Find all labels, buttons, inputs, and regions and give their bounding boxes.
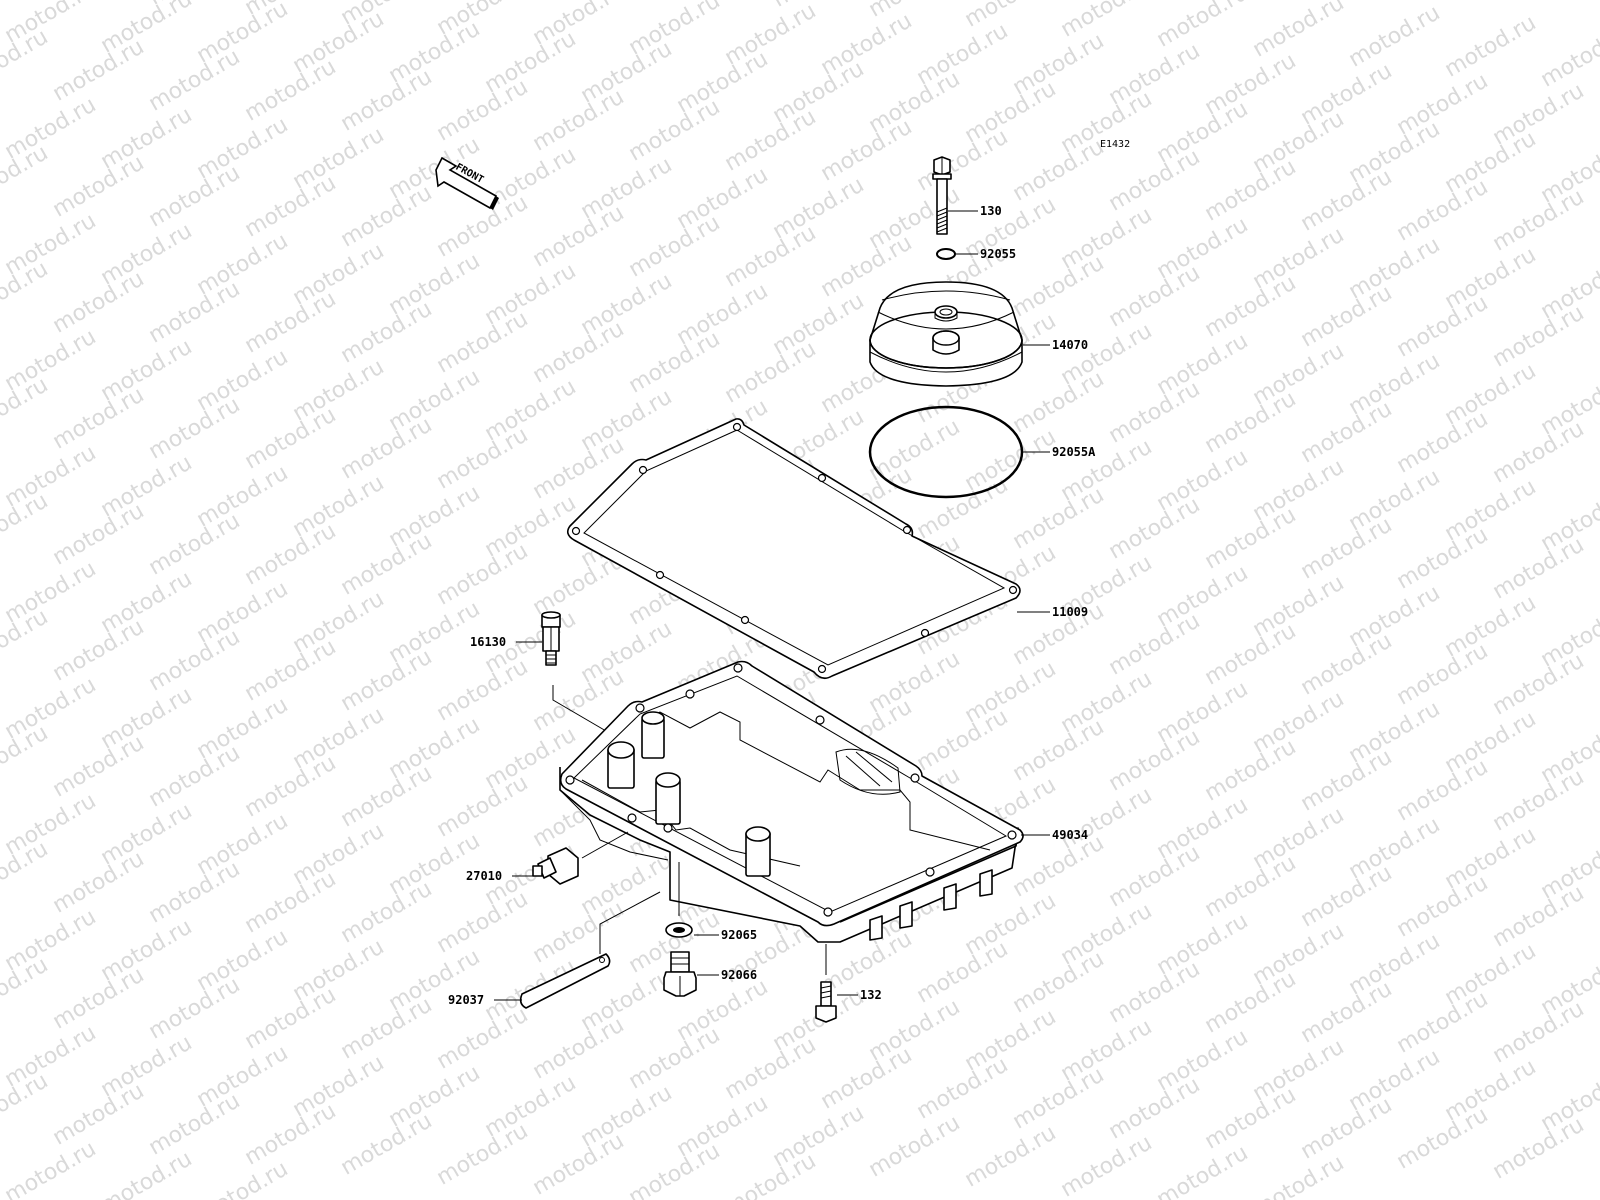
part-label-92037: 92037	[448, 993, 484, 1007]
part-label-49034: 49034	[1052, 828, 1088, 842]
oring-92055a	[868, 405, 1050, 499]
fitting-16130	[516, 611, 619, 739]
diagram-code: E1432	[1100, 139, 1130, 150]
bolt-132	[815, 944, 858, 1023]
front-arrow-icon: FRONT	[435, 156, 499, 210]
switch-27010	[512, 831, 629, 885]
part-label-92055: 92055	[980, 247, 1016, 261]
part-label-14070: 14070	[1052, 338, 1088, 352]
drain-plug-92066	[663, 951, 719, 997]
part-label-92066: 92066	[721, 968, 757, 982]
part-label-11009: 11009	[1052, 605, 1088, 619]
part-label-16130: 16130	[470, 635, 506, 649]
oil-pan-49034	[559, 660, 1050, 943]
part-label-130: 130	[980, 204, 1002, 218]
oring-92055	[936, 248, 978, 260]
part-label-92065: 92065	[721, 928, 757, 942]
filter-cover-14070	[869, 281, 1050, 387]
bolt-130	[932, 156, 978, 235]
washer-92065	[665, 862, 719, 938]
part-label-132: 132	[860, 988, 882, 1002]
gasket-11009	[566, 418, 1050, 680]
part-label-92055a: 92055A	[1052, 445, 1096, 459]
part-label-27010: 27010	[466, 869, 502, 883]
plate-92037	[494, 891, 661, 1009]
